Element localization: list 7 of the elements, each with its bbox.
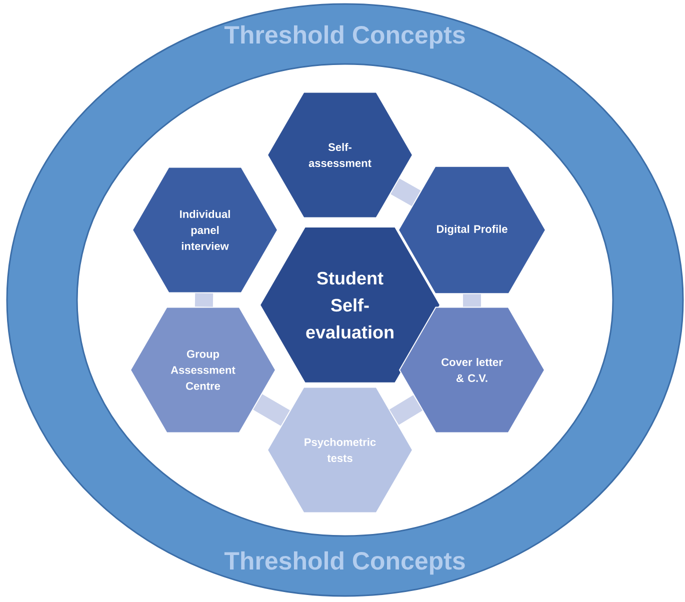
connector-band [390, 395, 423, 425]
connector-band [253, 394, 290, 426]
connector-band [390, 178, 421, 206]
ring-label: Threshold Concepts [224, 25, 465, 49]
ring-label: Threshold Concepts [224, 551, 465, 575]
connector-band [463, 294, 481, 307]
connector-band [194, 293, 214, 307]
